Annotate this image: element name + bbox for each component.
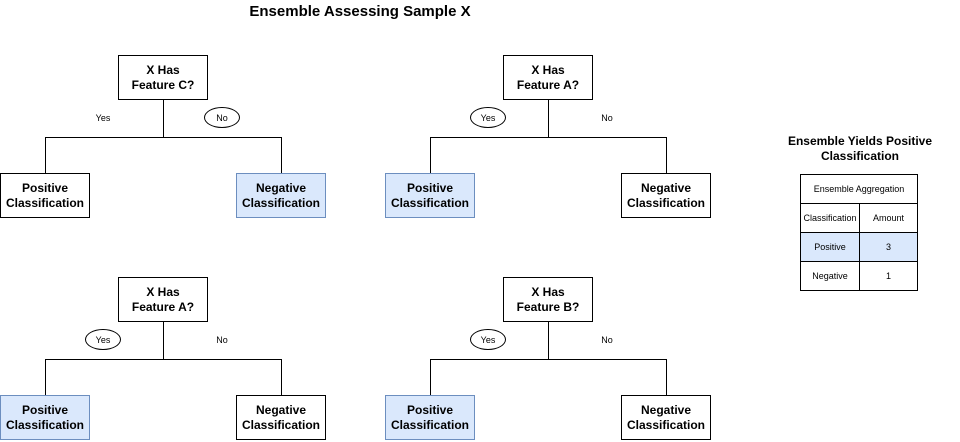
amount-cell: 3 (859, 232, 918, 262)
positive-leaf: Positive Classification (0, 395, 90, 440)
diagram-title: Ensemble Assessing Sample X (249, 3, 471, 20)
negative-leaf: Negative Classification (236, 395, 326, 440)
ensemble-result-title: Ensemble Yields Positive Classification (787, 134, 933, 163)
yes-label: Yes (95, 112, 111, 123)
connector (430, 137, 431, 173)
connector (548, 322, 549, 359)
table-title-row: Ensemble Aggregation (800, 174, 918, 204)
question-node: X Has Feature A? (503, 55, 593, 100)
yes-label: Yes (85, 329, 121, 350)
yes-label: Yes (470, 107, 506, 128)
classification-cell: Positive (800, 232, 860, 262)
connector (666, 137, 667, 173)
connector (666, 359, 667, 395)
ensemble-aggregation-table: Ensemble Aggregation Classification Amou… (800, 174, 918, 291)
negative-leaf: Negative Classification (621, 173, 711, 218)
connector (45, 137, 282, 138)
connector (163, 322, 164, 359)
connector (430, 359, 431, 395)
no-label: No (216, 334, 228, 345)
positive-leaf: Positive Classification (385, 173, 475, 218)
column-header: Amount (859, 203, 918, 233)
amount-cell: 1 (859, 261, 918, 291)
connector (163, 100, 164, 137)
decision-tree-2: X Has Feature A? Yes No Positive Classif… (385, 55, 715, 220)
no-label: No (601, 112, 613, 123)
decision-tree-1: X Has Feature C? Yes No Positive Classif… (0, 55, 330, 220)
connector (430, 359, 667, 360)
connector (45, 359, 282, 360)
table-title: Ensemble Aggregation (800, 174, 918, 204)
table-row: Positive 3 (800, 232, 918, 262)
connector (281, 359, 282, 395)
column-header: Classification (800, 203, 860, 233)
yes-label: Yes (470, 329, 506, 350)
classification-cell: Negative (800, 261, 860, 291)
table-row: Negative 1 (800, 261, 918, 291)
decision-tree-4: X Has Feature B? Yes No Positive Classif… (385, 277, 715, 442)
no-label: No (601, 334, 613, 345)
negative-leaf: Negative Classification (236, 173, 326, 218)
question-node: X Has Feature A? (118, 277, 208, 322)
decision-tree-3: X Has Feature A? Yes No Positive Classif… (0, 277, 330, 442)
question-node: X Has Feature B? (503, 277, 593, 322)
connector (430, 137, 667, 138)
connector (548, 100, 549, 137)
positive-leaf: Positive Classification (385, 395, 475, 440)
no-label: No (204, 107, 240, 128)
connector (45, 137, 46, 173)
connector (45, 359, 46, 395)
table-header-row: Classification Amount (800, 203, 918, 233)
question-node: X Has Feature C? (118, 55, 208, 100)
connector (281, 137, 282, 173)
positive-leaf: Positive Classification (0, 173, 90, 218)
negative-leaf: Negative Classification (621, 395, 711, 440)
